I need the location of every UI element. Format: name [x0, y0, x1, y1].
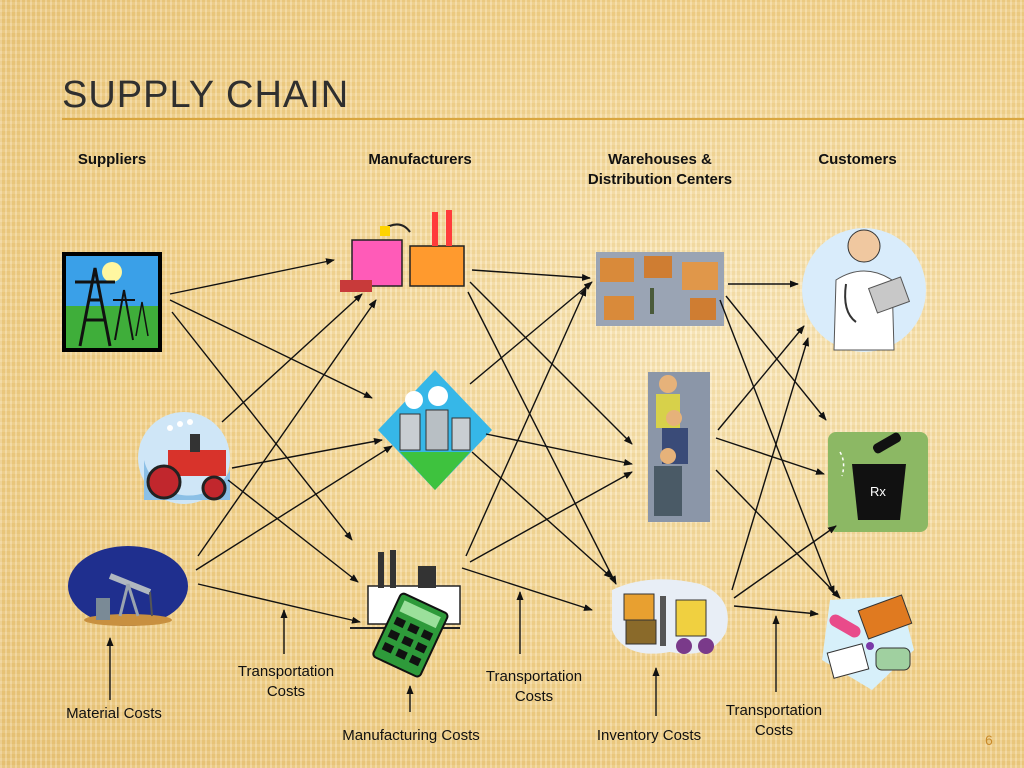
- tractor-icon: [138, 412, 230, 504]
- factory-calculator-icon: [350, 550, 461, 678]
- arrow-manufacturer2-to-warehouse1: [469, 281, 593, 385]
- page-number: 6: [985, 732, 993, 748]
- transportation-costs-label-3-line1: Transportation: [725, 702, 823, 719]
- title-divider: [62, 118, 1024, 120]
- column-header-warehouses-line2: Distribution Centers: [587, 171, 733, 188]
- material-costs-label: Material Costs: [66, 705, 162, 722]
- doctor-icon: [802, 228, 926, 352]
- arrow-warehouse2-to-customer2: [715, 437, 825, 475]
- arrow-supplier3-to-manufacturer1: [197, 299, 377, 557]
- arrow-manufacturer3-to-warehouse3: [461, 567, 593, 611]
- arrow-manufacturer1-to-warehouse1: [471, 269, 591, 281]
- transportation-costs-label-3-line2: Costs: [754, 722, 794, 739]
- transportation-costs-label-2-line2: Costs: [514, 688, 554, 705]
- flow-arrows: [106, 258, 841, 716]
- arrow-warehouse1-to-customer3: [719, 299, 835, 595]
- rx-symbol: Rx: [870, 484, 886, 499]
- arrow-manufacturer2-to-warehouse3: [471, 451, 613, 579]
- arrow-warehouse3-to-customer2: [733, 525, 837, 599]
- arrow-supplier2-to-manufacturer3: [227, 479, 359, 583]
- column-header-warehouses: Warehouses & Distribution Centers: [565, 150, 755, 190]
- warehouse-icon: [596, 252, 724, 326]
- arrow-manufacturer3-to-warehouse2: [469, 471, 633, 563]
- arrow-manufacturer1-to-warehouse2: [469, 281, 633, 445]
- transportation-costs-label-2: Transportation Costs: [474, 667, 594, 707]
- arrow-manufacturer2-to-warehouse2: [485, 433, 633, 466]
- power-tower-icon: [62, 252, 162, 352]
- arrow-supplier2-to-manufacturer1: [221, 293, 363, 423]
- inventory-costs-label: Inventory Costs: [596, 727, 702, 744]
- arrow-manufacturer1-to-warehouse3: [467, 291, 617, 585]
- transportation-costs-label-3: Transportation Costs: [714, 701, 834, 741]
- forklift-icon: [612, 579, 728, 654]
- arrow-warehouse3-to-customer1: [731, 337, 810, 591]
- distribution-staff-icon: [648, 372, 710, 522]
- arrow-warehouse2-to-customer3: [715, 469, 841, 599]
- transportation-costs-label-2-line1: Transportation: [485, 668, 583, 685]
- factory-icon: [340, 210, 465, 292]
- arrow-supplier1-to-manufacturer1: [169, 258, 335, 295]
- arrow-supplier1-to-manufacturer3: [171, 311, 353, 541]
- oil-pump-icon: [68, 546, 188, 626]
- arrow-warehouse3-to-customer3: [733, 605, 819, 617]
- power-plant-icon: [378, 370, 492, 490]
- column-header-customers: Customers: [818, 151, 897, 168]
- column-header-manufacturers: Manufacturers: [368, 151, 472, 168]
- column-header-warehouses-line1: Warehouses &: [608, 151, 712, 168]
- transportation-costs-label-1-line2: Costs: [266, 683, 306, 700]
- transportation-costs-label-1: Transportation Costs: [226, 662, 346, 702]
- pharmacy-icon: Rx: [828, 432, 928, 532]
- arrow-supplier3-to-manufacturer3: [197, 583, 361, 624]
- arrow-manufacturer3-to-warehouse1: [465, 287, 587, 557]
- medications-icon: [822, 594, 914, 690]
- manufacturing-costs-label: Manufacturing Costs: [342, 727, 480, 744]
- column-header-suppliers: Suppliers: [77, 151, 147, 168]
- arrow-supplier3-to-manufacturer2: [195, 445, 393, 571]
- arrow-warehouse1-to-customer2: [725, 295, 827, 421]
- arrow-warehouse2-to-customer1: [717, 325, 805, 431]
- slide-title: SUPPLY CHAIN: [62, 74, 350, 116]
- arrow-supplier2-to-manufacturer2: [231, 438, 383, 469]
- arrow-supplier1-to-manufacturer2: [169, 299, 373, 399]
- transportation-costs-label-1-line1: Transportation: [237, 663, 335, 680]
